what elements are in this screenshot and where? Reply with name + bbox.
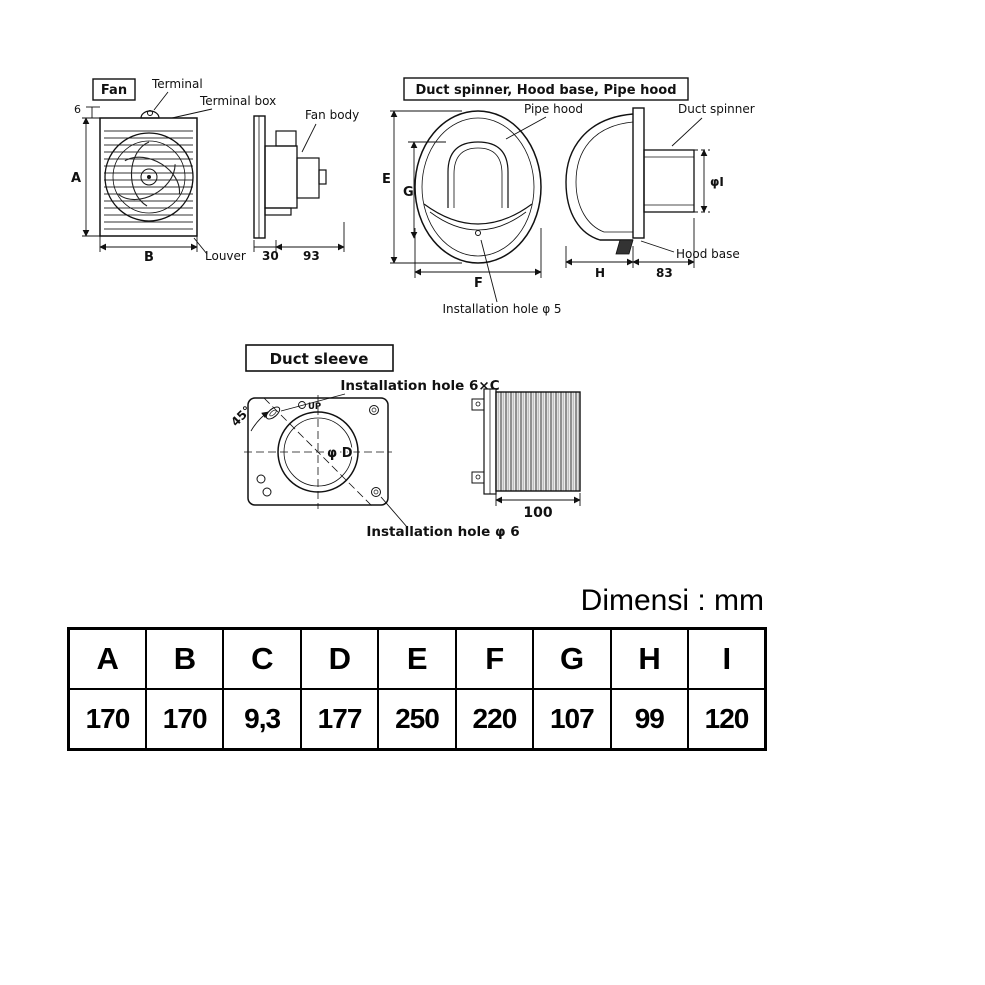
terminal-leader [153,91,169,111]
dim-F: F [414,228,542,291]
louver-leader [193,237,208,255]
dimension-table: A B C D E F G H I 170 170 9,3 177 250 22… [67,627,767,751]
dim-6: 6 [74,103,100,119]
table-value-cell: 170 [67,688,147,751]
fan-body-label: Fan body [305,108,359,122]
installation-hole-6-leader [380,496,408,528]
units-caption: Dimensi : mm [580,584,764,617]
table-value-cell: 107 [532,688,612,751]
dimension-table-wrap: A B C D E F G H I 170 170 9,3 177 250 22… [67,627,767,751]
sleeve-diagram: Duct sleeve Installation hole 6×C [228,344,581,540]
table-header-cell: E [377,627,457,690]
hood-base-label: Hood base [676,247,740,261]
fan-body-leader [301,123,317,153]
pipe-hood-label: Pipe hood [524,102,583,116]
table-value-cell: 170 [144,688,225,751]
dim-E: E [382,110,462,264]
svg-text:83: 83 [656,266,673,280]
phi-d-label: φ D [327,446,353,461]
louver-label: Louver [205,249,246,263]
duct-spinner-label: Duct spinner [678,102,755,116]
fan-diagram: Fan [71,77,359,265]
fan-side-view [253,115,327,239]
hood-title-box [403,77,689,101]
dim-phi-I: φI [694,149,724,213]
svg-text:93: 93 [303,249,320,263]
dim-A: A [71,117,100,237]
dim-B: B [99,236,198,265]
svg-text:F: F [474,276,483,291]
sleeve-front-view: UP φ D 45° [228,395,392,509]
table-value-cell: 99 [609,688,690,751]
fan-front-view [99,110,198,237]
center-lines [244,395,392,509]
table-value-cell: 9,3 [222,688,302,751]
installation-hole-6xc-leader [280,393,346,412]
svg-text:6: 6 [74,103,81,116]
hood-base-leader [640,240,675,253]
svg-text:A: A [71,171,81,186]
terminal-bump [140,110,160,119]
svg-text:B: B [144,250,154,265]
fan-title-box [92,78,136,101]
table-header-cell: C [222,627,302,690]
sleeve-side-view [471,388,581,495]
table-value-cell: 220 [454,688,535,751]
installation-hole-5-leader [480,239,498,303]
installation-hole-6xc-label: Installation hole 6×C [340,378,499,394]
table-value-cell: 120 [687,688,767,751]
table-header-cell: I [687,627,767,690]
terminal-box-label: Terminal box [199,94,276,108]
table-header-row: A B C D E F G H I [67,627,767,690]
technical-diagram-canvas: Fan [71,77,755,540]
pipe-hood-leader [505,116,547,140]
louver-slats [104,130,193,230]
installation-hole-6-label: Installation hole φ 6 [366,524,519,540]
hood-diagram: Duct spinner, Hood base, Pipe hood Pipe … [382,77,755,316]
duct-spinner-leader [671,117,703,147]
up-mark: UP [298,401,321,412]
table-header-cell: F [454,627,535,690]
svg-text:45°: 45° [228,403,254,429]
fan-impeller [104,132,194,222]
table-value-row: 170 170 9,3 177 250 220 107 99 120 [67,688,767,751]
table-header-cell: D [299,627,380,690]
table-header-cell: H [609,627,690,690]
svg-text:UP: UP [308,402,321,412]
dim-30-93: 30 93 [253,222,345,263]
pipe-hood-front-view [414,110,542,264]
hood-title: Duct spinner, Hood base, Pipe hood [415,83,676,98]
dim-H-83: H 83 [565,218,695,280]
table-header-cell: G [532,627,612,690]
installation-hole-5-label: Installation hole φ 5 [442,302,561,316]
fan-title: Fan [101,83,127,98]
terminal-box-leader [171,108,213,119]
svg-text:G: G [403,185,414,200]
svg-text:30: 30 [262,249,279,263]
table-value-cell: 177 [299,688,380,751]
hood-bottom-tab [615,239,634,255]
corner-holes [256,405,381,497]
table-header-cell: A [67,627,147,690]
sleeve-title-box [245,344,394,372]
sleeve-title: Duct sleeve [270,350,369,368]
table-header-cell: B [144,627,225,690]
svg-text:E: E [382,172,391,187]
svg-text:100: 100 [523,505,552,521]
svg-text:H: H [595,266,605,280]
table-value-cell: 250 [377,688,457,751]
terminal-label: Terminal [151,77,203,91]
dim-G: G [403,141,446,239]
svg-text:φI: φI [710,175,724,189]
hood-side-view [565,107,695,255]
dim-100: 100 [495,493,581,521]
